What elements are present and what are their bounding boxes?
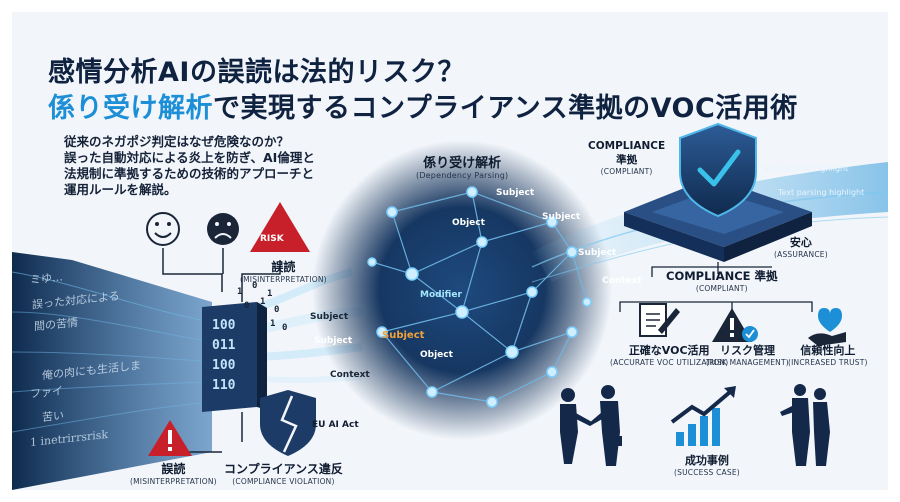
- benefit-risk-management: リスク管理 (RISK MANAGEMENT): [706, 344, 789, 367]
- svg-text:0: 0: [282, 323, 287, 333]
- compliance-top-label: COMPLIANCE 準拠 (COMPLIANT): [588, 140, 666, 176]
- risk-badge: RISK: [260, 234, 284, 244]
- intro-line: 法規制に準拠するための技術的アプローチと: [64, 166, 315, 181]
- positive-face-icon: [146, 212, 180, 246]
- intro-line: 運用ルールを解説。: [64, 182, 177, 197]
- dependency-network: [371, 191, 588, 403]
- title-highlight: 係り受け解析: [48, 93, 213, 124]
- node-label: Subject: [310, 312, 349, 322]
- handshake-people-icon: [560, 385, 622, 466]
- compliance-shield-icon: [679, 122, 757, 218]
- svg-text:0: 0: [244, 301, 249, 311]
- svg-text:1: 1: [260, 297, 265, 307]
- trust-hand-heart-icon: [808, 308, 846, 346]
- node-label: Modifier: [420, 290, 462, 300]
- highlight-text: Text parsing highlight: [778, 188, 865, 197]
- node-label: Subject: [314, 336, 353, 346]
- dependency-parsing-title: 係り受け解析 (Dependency Parsing): [416, 156, 509, 180]
- svg-text:1: 1: [267, 289, 272, 299]
- benefit-increased-trust: 信頼性向上 (INCREASED TRUST): [788, 344, 868, 367]
- negative-face-icon: [207, 213, 239, 245]
- document-check-icon: [639, 303, 680, 337]
- node-label: Subject: [496, 188, 535, 198]
- svg-text:1: 1: [237, 287, 242, 297]
- binary-row-2: 011: [212, 338, 236, 353]
- left-data-stream: [12, 252, 212, 490]
- team-people-icon: [780, 384, 830, 466]
- success-growth-chart-icon: [670, 386, 736, 446]
- svg-text:1: 1: [270, 319, 275, 329]
- node-label: Subject: [382, 330, 425, 341]
- binary-data-block: [202, 302, 267, 412]
- node-label: Subject: [542, 212, 581, 222]
- binary-row-4: 110: [212, 378, 236, 393]
- risk-warning-icon: [250, 202, 310, 252]
- intro-text: 従来のネガポジ判定はなぜ危険なのか？ 誤った自動対応による炎上を防ぎ、AI倫理と…: [64, 134, 334, 198]
- page-title-line2: 係り受け解析で実現するコンプライアンス準拠のVOC活用術: [48, 86, 798, 125]
- benefit-accurate-voc: 正確なVOC活用 (ACCURATE VOC UTILIZATION): [610, 344, 729, 367]
- broken-shield-icon: [260, 390, 316, 456]
- compliance-mid-label: COMPLIANCE 準拠 (COMPLIANT): [666, 269, 778, 293]
- node-label: Object: [420, 350, 453, 360]
- risk-management-icon: [712, 308, 758, 342]
- node-label: Subject: [578, 248, 617, 258]
- eu-ai-act-label: EU AI Act: [312, 420, 359, 430]
- page-title-line1: 感情分析AIの誤読は法的リスク？: [48, 57, 465, 88]
- assurance-label: 安心 (ASSURANCE): [774, 236, 828, 259]
- node-label: Context: [330, 370, 370, 380]
- intro-line: 従来のネガポジ判定はなぜ危険なのか？: [64, 134, 290, 149]
- intro-line: 誤った自動対応による炎上を防ぎ、AI倫理と: [64, 150, 315, 165]
- svg-text:0: 0: [252, 281, 257, 291]
- compliance-violation-label: コンプライアンス違反 (COMPLIANCE VIOLATION): [224, 462, 343, 486]
- binary-row-3: 100: [212, 358, 236, 373]
- node-label: Context: [602, 276, 642, 286]
- misinterpretation-top-label: 誤読 (MISINTERPRETATION): [240, 260, 327, 284]
- success-case-label: 成功事例 (SUCCESS CASE): [674, 454, 740, 477]
- binary-row-1: 100: [212, 318, 236, 333]
- dependency-network-globe: [312, 140, 612, 440]
- stream-text-6: 苦い: [42, 408, 64, 425]
- title-rest: で実現するコンプライアンス準拠のVOC活用術: [213, 93, 798, 124]
- node-label: Object: [452, 218, 485, 228]
- misinterpretation-bottom-label: 誤読 (MISINTERPRETATION): [130, 462, 217, 486]
- risk-warning-bottom-icon: [148, 420, 192, 456]
- highlight-text: Text parsing highlight: [762, 164, 849, 173]
- svg-text:0: 0: [274, 305, 279, 315]
